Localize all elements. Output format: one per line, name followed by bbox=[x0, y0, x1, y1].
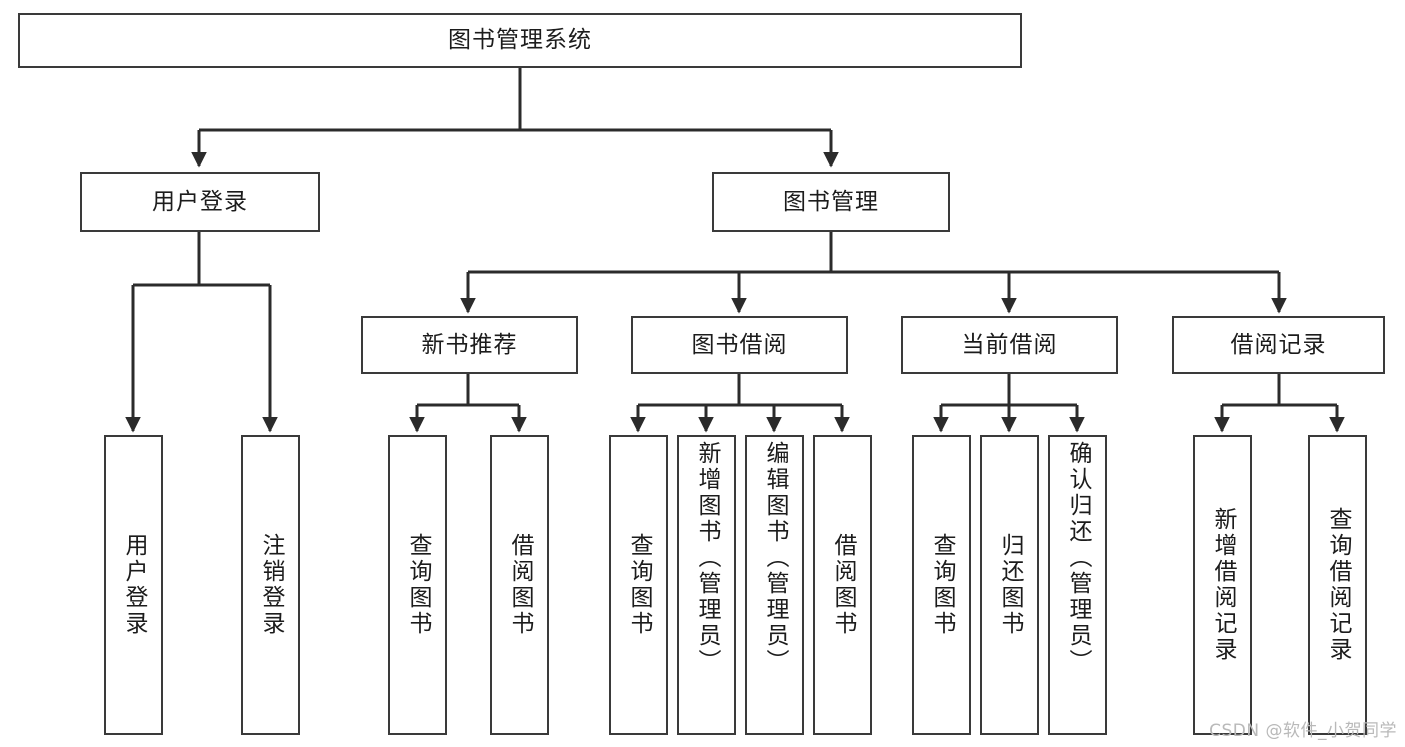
node-leaf-add-book-label: 新增图书（管理员） bbox=[694, 441, 720, 675]
node-leaf-query-record-label: 查询借阅记录 bbox=[1325, 507, 1351, 663]
node-leaf-logout-label: 注销登录 bbox=[258, 533, 284, 637]
node-leaf-query-book-1[interactable]: 查询图书 bbox=[388, 435, 447, 735]
node-leaf-edit-book[interactable]: 编辑图书（管理员） bbox=[745, 435, 804, 735]
node-book-manage[interactable]: 图书管理 bbox=[712, 172, 950, 232]
node-leaf-borrow-book-2-label: 借阅图书 bbox=[830, 533, 856, 637]
node-leaf-add-record[interactable]: 新增借阅记录 bbox=[1193, 435, 1252, 735]
node-leaf-confirm-return-label: 确认归还（管理员） bbox=[1065, 441, 1091, 675]
node-leaf-return-book-label: 归还图书 bbox=[997, 533, 1023, 637]
node-leaf-user-login[interactable]: 用户登录 bbox=[104, 435, 163, 735]
node-leaf-add-book[interactable]: 新增图书（管理员） bbox=[677, 435, 736, 735]
node-leaf-edit-book-label: 编辑图书（管理员） bbox=[762, 441, 788, 675]
node-leaf-logout[interactable]: 注销登录 bbox=[241, 435, 300, 735]
node-leaf-confirm-return[interactable]: 确认归还（管理员） bbox=[1048, 435, 1107, 735]
node-root[interactable]: 图书管理系统 bbox=[18, 13, 1022, 68]
node-leaf-borrow-book-1[interactable]: 借阅图书 bbox=[490, 435, 549, 735]
node-leaf-query-book-1-label: 查询图书 bbox=[405, 533, 431, 637]
node-leaf-return-book[interactable]: 归还图书 bbox=[980, 435, 1039, 735]
node-current-borrow[interactable]: 当前借阅 bbox=[901, 316, 1118, 374]
node-book-borrow-label: 图书借阅 bbox=[691, 331, 788, 358]
node-book-borrow[interactable]: 图书借阅 bbox=[631, 316, 848, 374]
node-root-label: 图书管理系统 bbox=[448, 27, 592, 54]
node-leaf-query-book-3-label: 查询图书 bbox=[929, 533, 955, 637]
node-leaf-user-login-label: 用户登录 bbox=[121, 533, 147, 637]
node-leaf-query-book-2-label: 查询图书 bbox=[626, 533, 652, 637]
node-leaf-borrow-book-1-label: 借阅图书 bbox=[507, 533, 533, 637]
node-borrow-record-label: 借阅记录 bbox=[1230, 331, 1327, 358]
node-current-borrow-label: 当前借阅 bbox=[961, 331, 1058, 358]
node-borrow-record[interactable]: 借阅记录 bbox=[1172, 316, 1385, 374]
node-leaf-query-book-3[interactable]: 查询图书 bbox=[912, 435, 971, 735]
node-leaf-query-record[interactable]: 查询借阅记录 bbox=[1308, 435, 1367, 735]
node-user-login[interactable]: 用户登录 bbox=[80, 172, 320, 232]
node-book-manage-label: 图书管理 bbox=[783, 188, 879, 215]
node-leaf-add-record-label: 新增借阅记录 bbox=[1210, 507, 1236, 663]
node-user-login-label: 用户登录 bbox=[152, 188, 248, 215]
node-new-book-recommend-label: 新书推荐 bbox=[421, 331, 518, 358]
csdn-watermark: CSDN @软件_小贺同学 bbox=[1209, 721, 1397, 741]
node-leaf-query-book-2[interactable]: 查询图书 bbox=[609, 435, 668, 735]
node-leaf-borrow-book-2[interactable]: 借阅图书 bbox=[813, 435, 872, 735]
node-new-book-recommend[interactable]: 新书推荐 bbox=[361, 316, 578, 374]
